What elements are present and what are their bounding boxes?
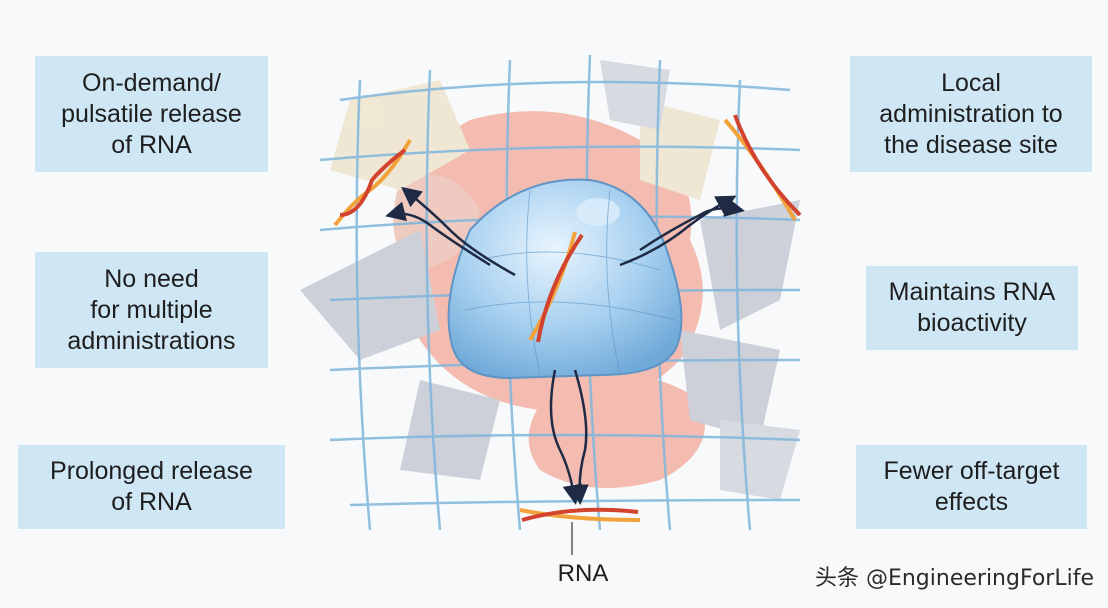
hydrogel-highlight (576, 198, 620, 226)
hydrogel-blob (447, 178, 683, 380)
feature-box-maintains-bioactivity: Maintains RNA bioactivity (866, 266, 1078, 350)
rna-label: RNA (557, 560, 609, 587)
polymer-mesh (319, 54, 801, 531)
watermark: 头条 @EngineeringForLife (814, 566, 1094, 591)
feature-box-prolonged-release: Prolonged release of RNA (18, 445, 285, 529)
feature-box-no-multiple-administrations: No need for multiple administrations (35, 252, 268, 368)
feature-box-fewer-off-target: Fewer off-target effects (856, 445, 1087, 529)
release-arrows (385, 186, 745, 505)
feature-box-on-demand-release: On-demand/ pulsatile release of RNA (35, 56, 268, 172)
rna-helix-top-right (723, 114, 802, 222)
rna-helix-top-left (333, 139, 412, 227)
feature-box-local-administration: Local administration to the disease site (850, 56, 1092, 172)
rna-helix-bottom (519, 507, 641, 522)
rna-helix-center (528, 231, 584, 343)
